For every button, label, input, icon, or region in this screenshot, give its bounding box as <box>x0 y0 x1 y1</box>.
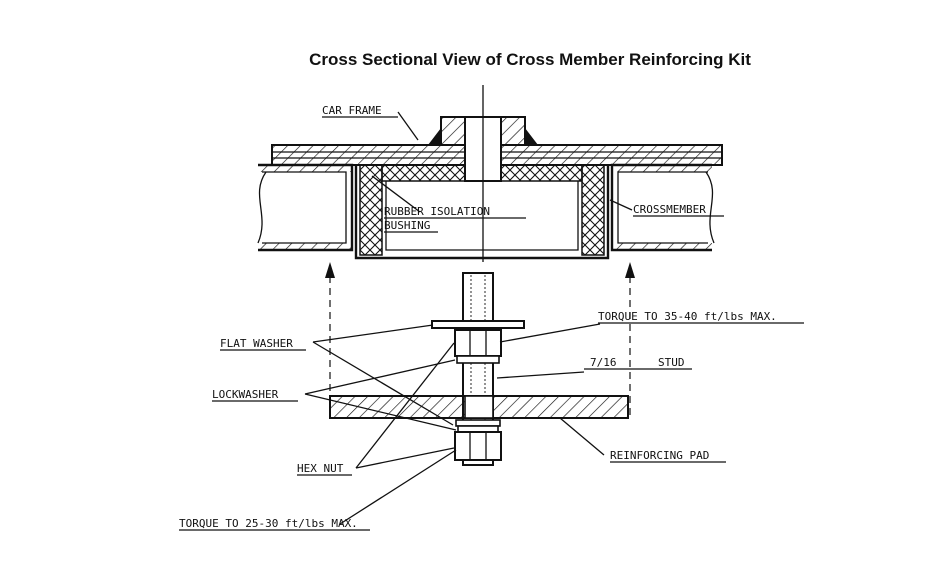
rubber-isolation-label-line1: RUBBER ISOLATION <box>384 205 490 218</box>
rubber-isolation-bushing <box>354 164 610 260</box>
car-frame-label: CAR FRAME <box>322 104 382 117</box>
stud-size-label: 7/16 <box>590 356 617 369</box>
hex-nut-label: HEX NUT <box>297 462 344 475</box>
diagram-title: Cross Sectional View of Cross Member Rei… <box>309 50 751 69</box>
assembly-arrows <box>325 262 635 415</box>
stud-sleeve <box>464 85 502 262</box>
rubber-isolation-label-line2: BUSHING <box>384 219 430 232</box>
upper-hex-nut <box>454 329 502 357</box>
torque-25-30-label: TORQUE TO 25-30 ft/lbs MAX. <box>179 517 358 530</box>
reinforcing-pad-label: REINFORCING PAD <box>610 449 709 462</box>
upper-flat-washer <box>431 320 525 329</box>
crossmember-label: CROSSMEMBER <box>633 203 706 216</box>
crossmember-right <box>610 163 715 252</box>
leader-lines <box>304 111 633 525</box>
lower-hex-nut <box>454 431 502 461</box>
flat-washer-label: FLAT WASHER <box>220 337 293 350</box>
reinforcing-pad <box>329 395 629 419</box>
upper-lockwasher <box>456 355 500 364</box>
lower-flat-washer <box>455 419 501 427</box>
lockwasher-label: LOCKWASHER <box>212 388 279 401</box>
torque-35-40-label: TORQUE TO 35-40 ft/lbs MAX. <box>598 310 777 323</box>
stud-label: STUD <box>658 356 685 369</box>
crossmember-left <box>257 163 354 252</box>
